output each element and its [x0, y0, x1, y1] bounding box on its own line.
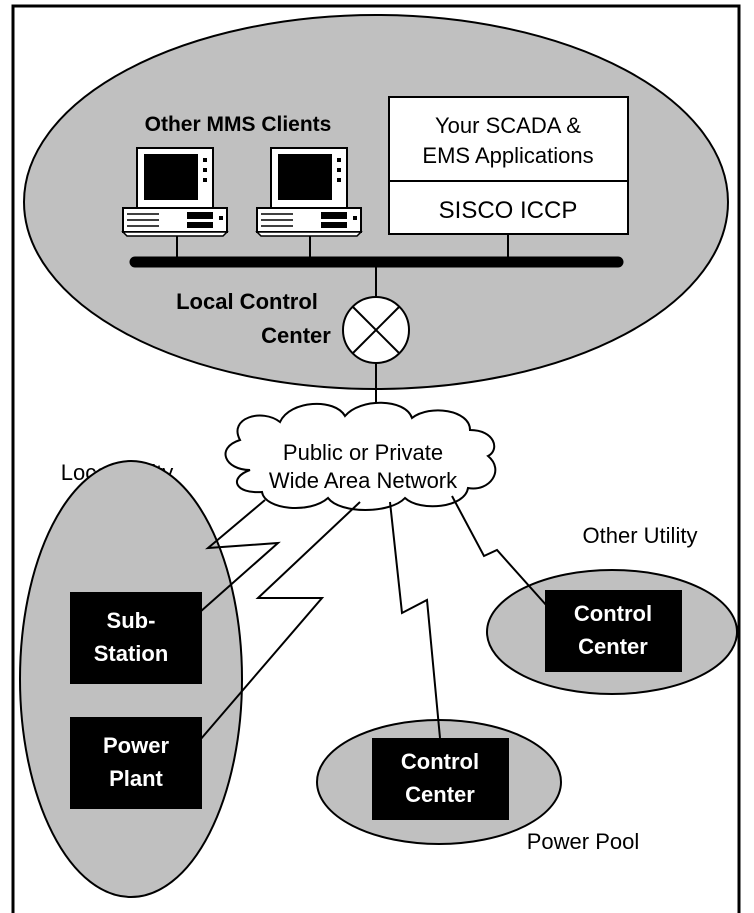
- power-plant-label-line2: Plant: [109, 766, 163, 791]
- sisco-iccp-label: SISCO ICCP: [439, 197, 578, 224]
- scada-label-line1: Your SCADA &: [435, 113, 581, 138]
- wan-cloud: Public or Private Wide Area Network: [224, 401, 497, 511]
- desktop-computer-icon: [121, 147, 229, 237]
- wan-label-line1: Public or Private: [283, 440, 443, 465]
- substation-label-line2: Station: [94, 641, 169, 666]
- local-control-center-region: Other MMS Clients Your SCADA & EMS Appli…: [23, 14, 729, 390]
- wan-link-other-utility: [451, 495, 548, 607]
- outer-frame: [11, 4, 741, 913]
- other-utility-cc-line2: Center: [578, 634, 648, 659]
- power-pool-label: Power Pool: [527, 829, 640, 854]
- wan-link-power-pool: [389, 501, 441, 739]
- other-utility-cc-line1: Control: [574, 601, 652, 626]
- router-x-icon: [342, 296, 410, 364]
- scada-label-line2: EMS Applications: [422, 143, 593, 168]
- power-pool-control-center-box: [372, 738, 509, 820]
- power-pool-region: Control Center: [316, 719, 562, 845]
- other-utility-region: Control Center: [486, 569, 738, 695]
- wan-link-substation: [199, 499, 281, 613]
- substation-box: [70, 592, 202, 684]
- local-control-center-label-line2: Center: [261, 323, 331, 348]
- other-utility-control-center-box: [545, 590, 682, 672]
- local-control-center-label-line1: Local Control: [176, 289, 318, 314]
- desktop-computer-icon: [255, 147, 363, 237]
- power-plant-label-line1: Power: [103, 733, 169, 758]
- wan-link-power-plant: [199, 501, 361, 741]
- wan-label-line2: Wide Area Network: [269, 468, 458, 493]
- other-mms-clients-label: Other MMS Clients: [145, 113, 332, 136]
- local-utility-region: Sub- Station Power Plant: [19, 460, 243, 898]
- scada-iccp-box: [388, 96, 629, 235]
- other-utility-label: Other Utility: [583, 523, 698, 548]
- power-pool-cc-line2: Center: [405, 782, 475, 807]
- power-pool-cc-line1: Control: [401, 749, 479, 774]
- power-plant-box: [70, 717, 202, 809]
- substation-label-line1: Sub-: [107, 608, 156, 633]
